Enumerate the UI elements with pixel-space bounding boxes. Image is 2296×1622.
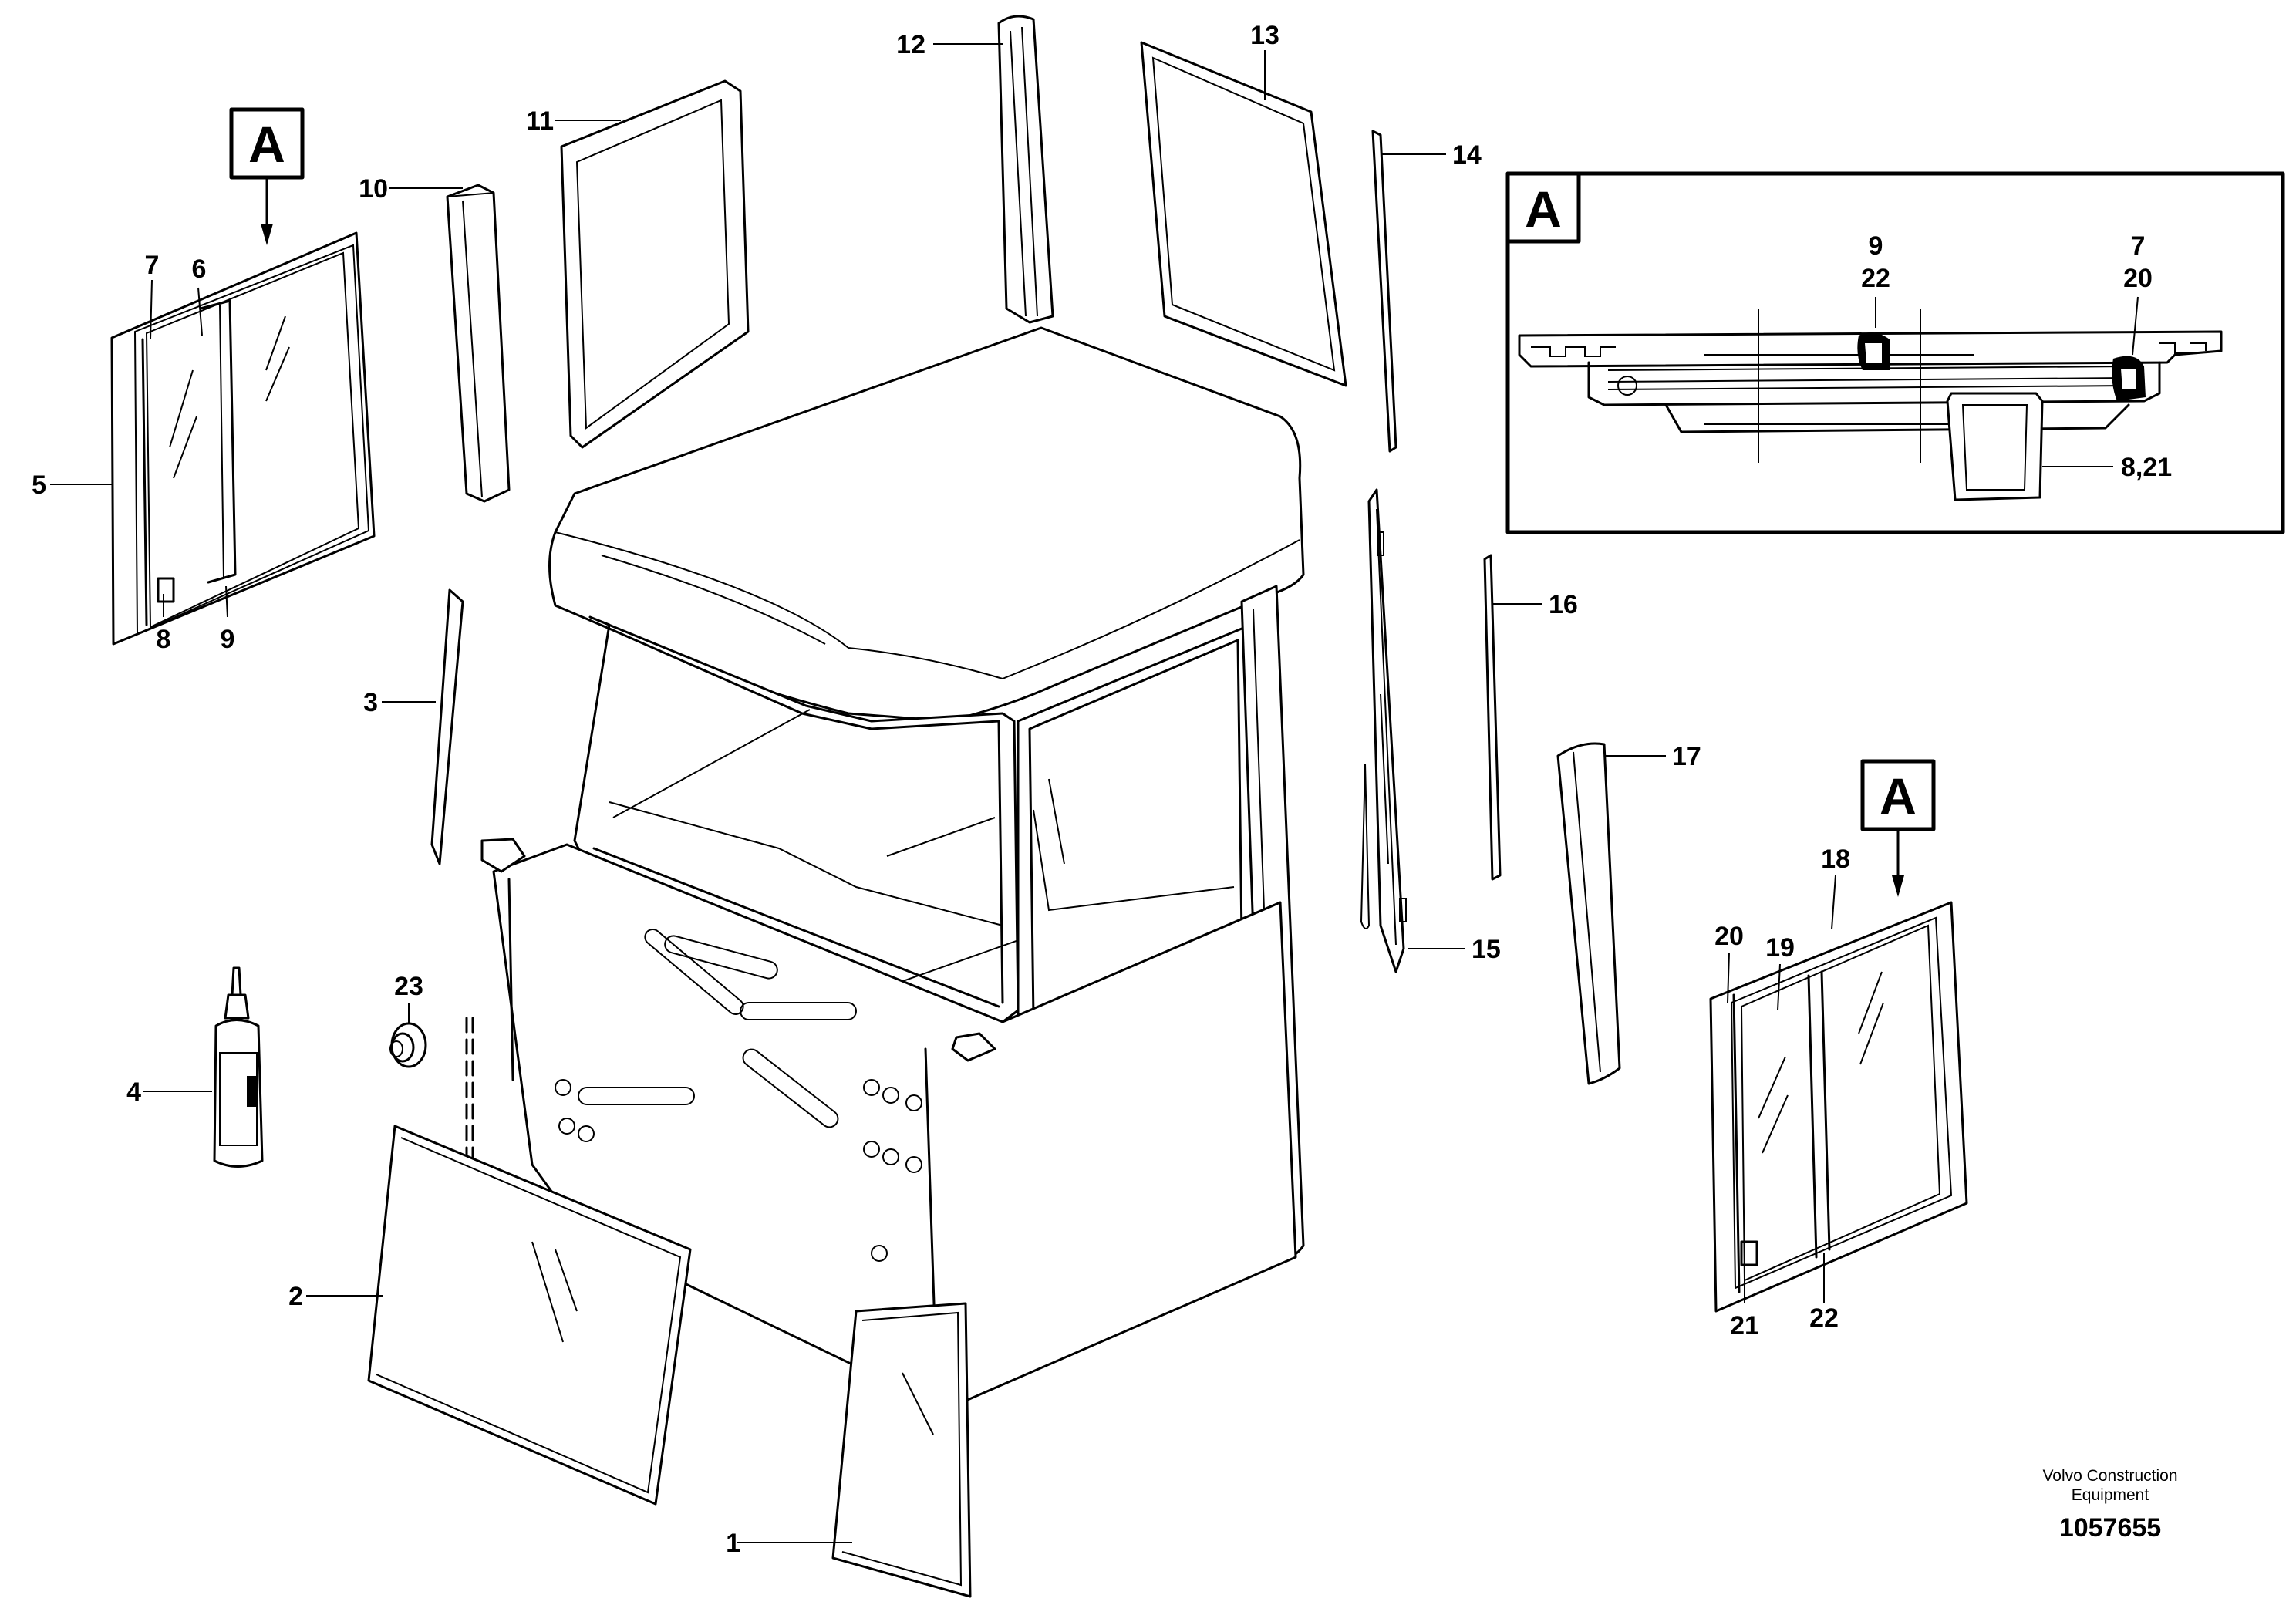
part-16-strip [1483,554,1502,881]
callout-14: 14 [1452,140,1482,170]
part-5-sliding-window [110,231,376,646]
callout-19: 19 [1765,933,1795,963]
callout-6: 6 [192,255,207,284]
callout-22: 22 [1809,1303,1839,1333]
part-15-door [1360,488,1407,973]
callout-16: 16 [1549,590,1578,619]
callout-23: 23 [394,972,423,1001]
callout-3: 3 [363,688,378,717]
part-13-window [1140,41,1347,387]
callout-leaders [50,43,1836,1543]
detail-label-22: 22 [1861,264,1890,293]
part-14-strip [1371,130,1397,453]
callout-1: 1 [726,1529,740,1558]
callout-17: 17 [1672,742,1701,771]
part-18-sliding-window [1709,901,1968,1313]
part-4-bottle [213,966,264,1168]
detail-view-a: A 9 22 7 20 8,21 [1505,171,2285,534]
cab-body [465,326,1305,1413]
callout-8: 8 [157,625,171,654]
detail-label-20: 20 [2123,264,2153,293]
part-1-glass [831,1302,972,1598]
callout-12: 12 [896,30,925,59]
callout-21: 21 [1730,1311,1759,1340]
callout-numbers: 1 2 3 4 5 6 7 8 9 10 11 12 13 14 15 16 1… [32,21,1850,1558]
part-23-grommet [389,1003,427,1068]
part-17-cover [1556,742,1621,1085]
callout-9: 9 [221,625,235,654]
section-marker-left-letter: A [248,116,285,173]
part-12-pillar [997,15,1054,324]
callout-11: 11 [526,106,554,136]
callout-20: 20 [1714,922,1744,951]
part-10-post-cover [446,184,511,503]
footer-credit: Volvo Construction Equipment 1057655 [2042,1467,2177,1543]
detail-label-8-21: 8,21 [2121,453,2172,482]
part-3-strip [430,588,464,865]
callout-18: 18 [1821,845,1850,874]
section-marker-right-letter: A [1880,767,1917,824]
callout-5: 5 [32,470,46,500]
callout-10: 10 [359,174,388,204]
callout-4: 4 [126,1077,141,1107]
callout-15: 15 [1472,935,1501,964]
detail-label-7: 7 [2131,231,2146,261]
detail-view-letter: A [1525,180,1562,238]
detail-label-9: 9 [1869,231,1883,261]
footer-company-line1: Volvo Construction [2042,1467,2177,1485]
footer-company-line2: Equipment [2072,1486,2149,1504]
callout-13: 13 [1250,21,1279,50]
section-marker-a-right: A [1860,759,1936,897]
callout-7: 7 [145,251,160,280]
section-marker-a-left: A [229,107,305,245]
footer-drawing-number: 1057655 [2059,1513,2161,1543]
part-11-window [560,79,750,449]
callout-2: 2 [288,1282,303,1311]
